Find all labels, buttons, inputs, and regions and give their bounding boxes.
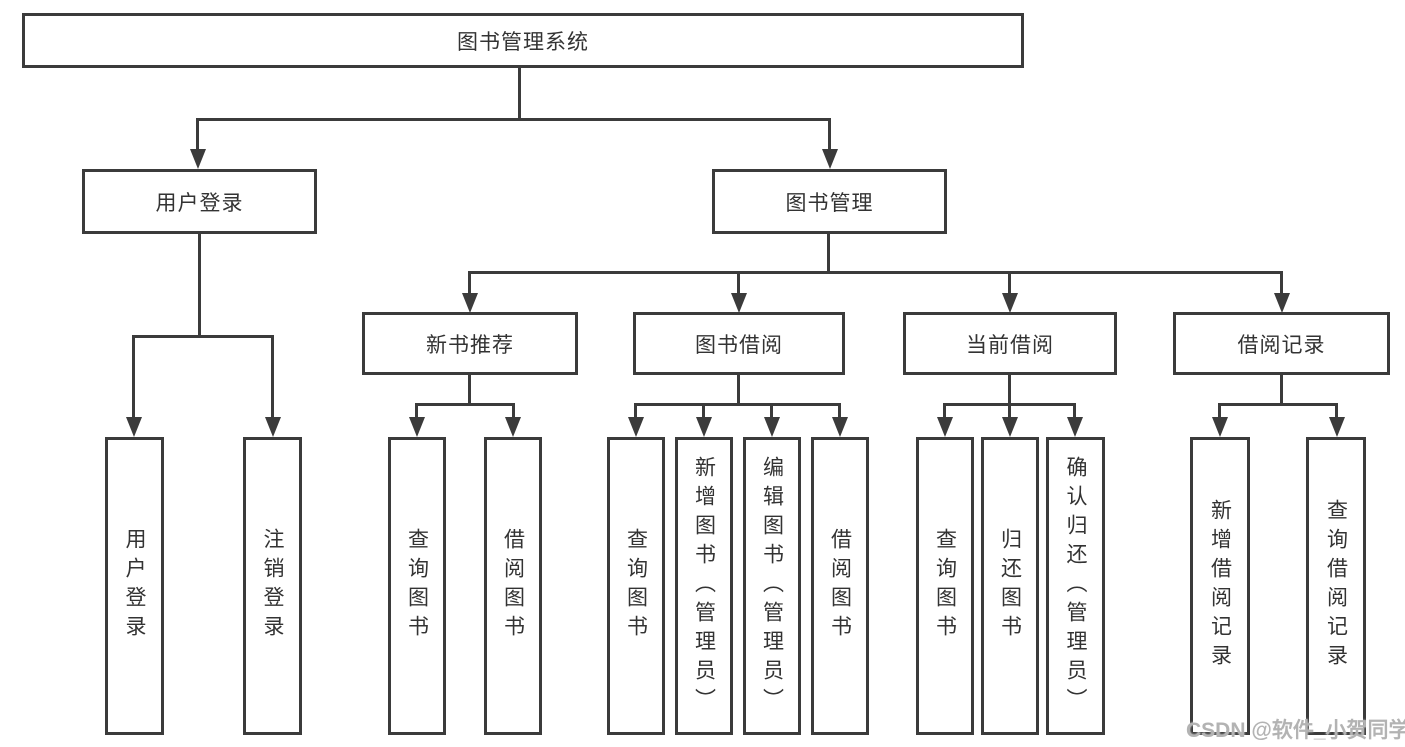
connector-line [828,118,831,152]
leaf-borrow-books-2: 借阅图书 [811,437,869,735]
connector-line [827,234,830,274]
arrow-down-icon [265,417,281,437]
arrow-down-icon [1002,417,1018,437]
node-label: 借阅图书 [828,528,852,644]
connector-line [196,118,199,152]
leaf-user-login: 用户登录 [105,437,164,735]
node-label: 编辑图书（管理员） [760,455,784,717]
leaf-confirm-return-admin: 确认归还（管理员） [1046,437,1105,735]
connector-line [415,403,418,421]
node-label: 新书推荐 [426,333,514,357]
connector-line [1008,271,1011,297]
leaf-query-books-1: 查询图书 [388,437,446,735]
connector-line [1280,374,1283,406]
arrow-down-icon [1212,417,1228,437]
connector-line [634,403,637,421]
node-label: 借阅图书 [501,528,525,644]
leaf-query-books-2: 查询图书 [607,437,665,735]
connector-line [512,403,515,421]
arrow-down-icon [1329,417,1345,437]
arrow-down-icon [1274,293,1290,313]
leaf-query-books-3: 查询图书 [916,437,974,735]
node-label: 用户登录 [155,191,244,215]
connector-line [132,335,135,421]
connector-line [468,271,471,297]
connector-line [702,403,705,421]
node-label: 图书借阅 [695,333,783,357]
connector-line [468,374,471,406]
node-current-borrow: 当前借阅 [903,312,1117,375]
connector-line [838,403,841,421]
arrow-down-icon [505,417,521,437]
leaf-borrow-books-1: 借阅图书 [484,437,542,735]
arrow-down-icon [832,417,848,437]
node-label: 用户登录 [123,528,146,644]
node-root-library-system: 图书管理系统 [22,13,1024,68]
connector-line [1008,374,1011,406]
node-label: 当前借阅 [966,333,1054,357]
connector-line [634,403,841,406]
leaf-return-books: 归还图书 [981,437,1039,735]
node-borrow-record: 借阅记录 [1173,312,1390,375]
node-user-login: 用户登录 [82,169,317,234]
node-label: 查询图书 [405,528,429,644]
connector-line [468,271,1283,274]
arrow-down-icon [190,149,206,169]
connector-line [1008,403,1011,421]
connector-line [132,335,274,338]
connector-line [1073,403,1076,421]
connector-line [737,271,740,297]
node-label: 确认归还（管理员） [1064,455,1087,717]
connector-line [518,66,521,120]
arrow-down-icon [696,417,712,437]
arrow-down-icon [462,293,478,313]
node-label: 注销登录 [261,528,284,644]
node-book-management: 图书管理 [712,169,947,234]
node-label: 借阅记录 [1237,333,1326,357]
node-label: 查询借阅记录 [1324,499,1348,673]
node-book-borrow: 图书借阅 [633,312,845,375]
connector-line [943,403,946,421]
node-label: 归还图书 [998,528,1022,644]
arrow-down-icon [764,417,780,437]
node-new-book-recommend: 新书推荐 [362,312,578,375]
arrow-down-icon [822,149,838,169]
node-label: 新增借阅记录 [1208,499,1232,673]
arrow-down-icon [126,417,142,437]
connector-line [1218,403,1338,406]
arrow-down-icon [937,417,953,437]
arrow-down-icon [731,293,747,313]
arrow-down-icon [1002,293,1018,313]
node-label: 查询图书 [624,528,648,644]
connector-line [1280,271,1283,297]
connector-line [198,234,201,338]
node-label: 图书管理 [785,191,874,215]
connector-line [1335,403,1338,421]
node-label: 图书管理系统 [457,30,589,54]
connector-line [197,118,831,121]
arrow-down-icon [409,417,425,437]
leaf-edit-books-admin: 编辑图书（管理员） [743,437,801,735]
csdn-watermark: CSDN @软件_小贺同学 [1186,719,1405,742]
node-label: 新增图书（管理员） [692,455,716,717]
connector-line [737,374,740,406]
leaf-add-borrow-record: 新增借阅记录 [1190,437,1250,735]
leaf-add-books-admin: 新增图书（管理员） [675,437,733,735]
leaf-query-borrow-record: 查询借阅记录 [1306,437,1366,735]
connector-line [770,403,773,421]
connector-line [1218,403,1221,421]
connector-line [415,403,515,406]
connector-line [271,335,274,421]
node-label: 查询图书 [933,528,957,644]
arrow-down-icon [628,417,644,437]
arrow-down-icon [1067,417,1083,437]
leaf-logout: 注销登录 [243,437,302,735]
